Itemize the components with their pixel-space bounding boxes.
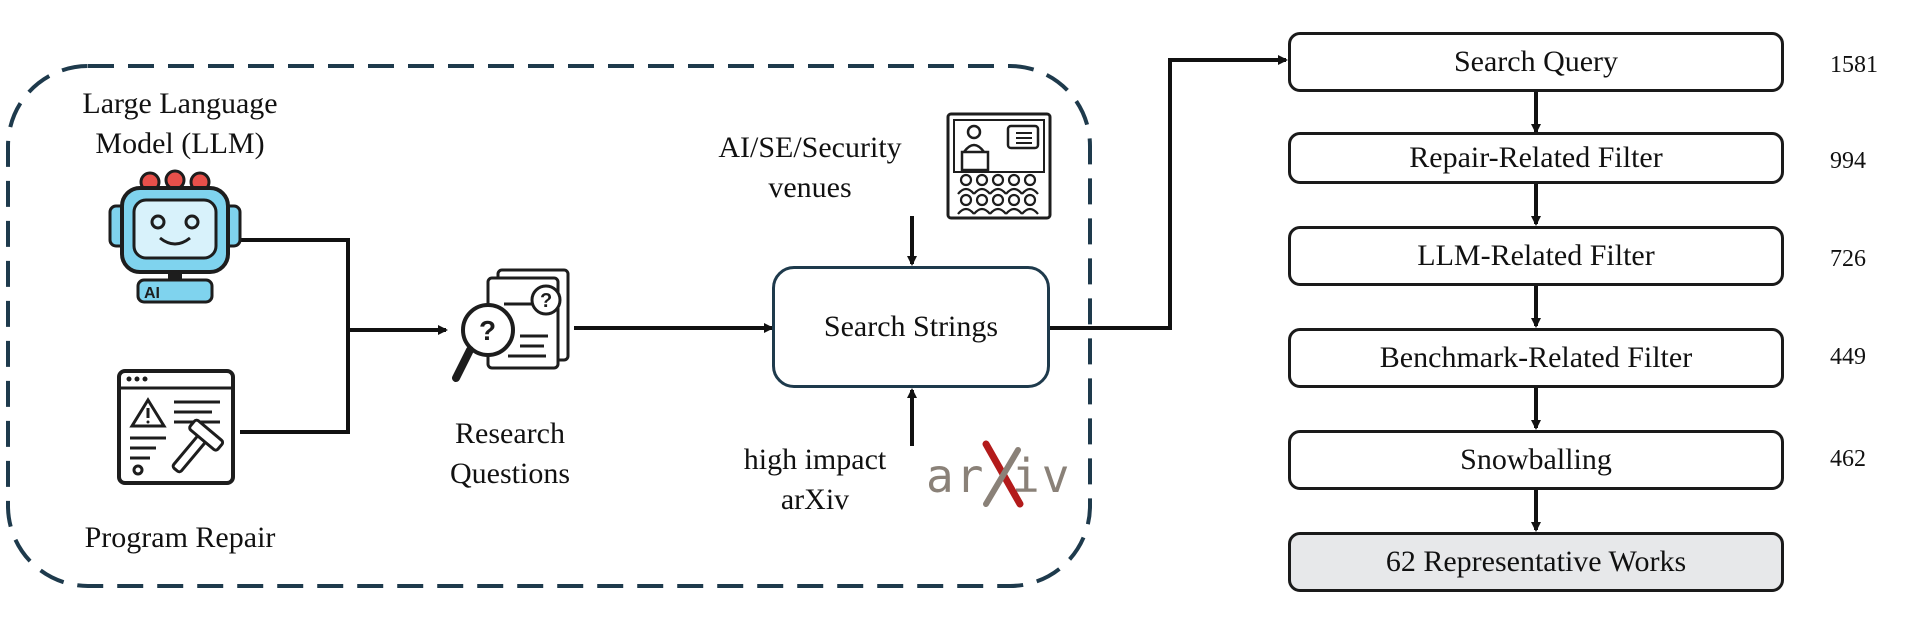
scope-dashed-frame bbox=[6, 64, 1092, 588]
svg-text:?: ? bbox=[479, 315, 496, 346]
search-query-count: 1581 bbox=[1830, 52, 1878, 78]
research-questions-label: Research Questions bbox=[420, 414, 600, 494]
snowballing-count: 462 bbox=[1830, 446, 1866, 472]
research-questions-icon: ? ? bbox=[452, 268, 570, 382]
repair-connector bbox=[240, 330, 350, 434]
research-label-line2: Questions bbox=[450, 457, 570, 490]
venues-label-line2: venues bbox=[768, 171, 852, 204]
llm-related-filter-box: LLM-Related Filter bbox=[1288, 226, 1784, 286]
program-repair-label: Program Repair bbox=[84, 521, 276, 554]
benchmark-related-filter-box: Benchmark-Related Filter bbox=[1288, 328, 1784, 388]
llm-related-count: 726 bbox=[1830, 246, 1866, 272]
arxiv-label-line1: high impact bbox=[743, 443, 887, 476]
program-repair-icon bbox=[117, 369, 235, 485]
conference-icon bbox=[946, 112, 1052, 220]
repair-related-filter-box: Repair-Related Filter bbox=[1288, 132, 1784, 184]
llm-label-line2: Model (LLM) bbox=[95, 127, 265, 160]
repair-related-count: 994 bbox=[1830, 148, 1866, 174]
strings-to-query-connector bbox=[1050, 55, 1288, 330]
robot-icon-text: AI bbox=[144, 285, 160, 302]
arxiv-label-line2: arXiv bbox=[780, 483, 850, 516]
llm-connector bbox=[240, 238, 350, 330]
search-strings-box: Search Strings bbox=[772, 266, 1050, 388]
venues-label-line1: AI/SE/Security bbox=[718, 131, 902, 164]
snowballing-box: Snowballing bbox=[1288, 430, 1784, 490]
venues-label: AI/SE/Security venues bbox=[680, 128, 940, 208]
arxiv-source-label: high impact arXiv bbox=[720, 440, 910, 520]
svg-text:?: ? bbox=[540, 290, 552, 312]
arxiv-logo: ar iv bbox=[926, 440, 1071, 508]
representative-works-box: 62 Representative Works bbox=[1288, 532, 1784, 592]
svg-text:iv: iv bbox=[1012, 449, 1071, 503]
robot-icon: AI bbox=[108, 169, 242, 304]
search-query-box: Search Query bbox=[1288, 32, 1784, 92]
benchmark-related-count: 449 bbox=[1830, 344, 1866, 370]
svg-text:ar: ar bbox=[926, 449, 985, 503]
llm-label-line1: Large Language bbox=[82, 87, 278, 120]
research-label-line1: Research bbox=[455, 417, 565, 450]
llm-label: Large Language Model (LLM) bbox=[40, 84, 320, 164]
